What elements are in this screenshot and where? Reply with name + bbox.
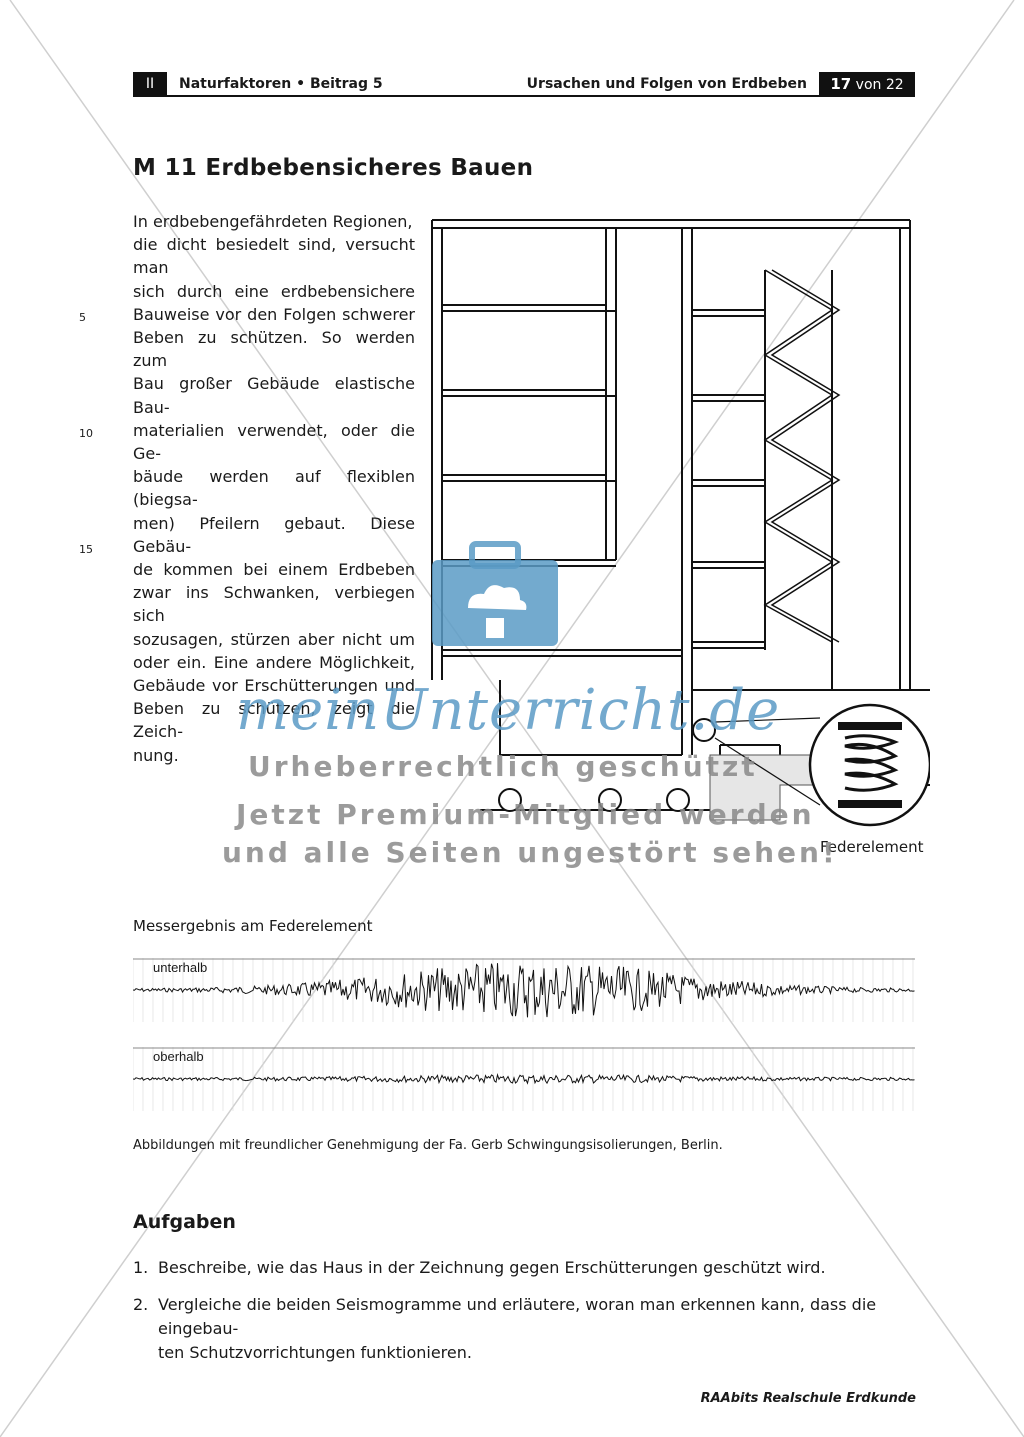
page-of: von 22 bbox=[855, 77, 904, 93]
seismogram-below-label: unterhalb bbox=[153, 960, 208, 975]
page-header: II Naturfaktoren • Beitrag 5 Ursachen un… bbox=[133, 72, 915, 97]
line-number-15: 15 bbox=[79, 543, 93, 556]
body-line: Bauweise vor den Folgen schwerer bbox=[133, 304, 415, 324]
page-title: M 11 Erdbebensicheres Bauen bbox=[133, 155, 534, 181]
seismogram-below: unterhalb bbox=[132, 958, 915, 1022]
seismogram-above-label: oberhalb bbox=[153, 1049, 204, 1064]
body-line: nung. bbox=[133, 745, 179, 765]
building-section-drawing bbox=[431, 219, 930, 827]
header-right-title: Ursachen und Folgen von Erdbeben bbox=[526, 76, 807, 92]
task-1: 1. Beschreibe, wie das Haus in der Zeich… bbox=[133, 1256, 918, 1280]
watermark-brand: meinUnterricht.de bbox=[236, 678, 781, 743]
briefcase-watermark-icon bbox=[432, 541, 558, 646]
seismogram-above-trace bbox=[132, 1047, 915, 1111]
body-line: zwar ins Schwanken, verbiegen sich bbox=[133, 583, 415, 626]
header-rule bbox=[133, 95, 915, 97]
task-2-text-line-1: Vergleiche die beiden Seismogramme und e… bbox=[158, 1295, 877, 1338]
body-line: men) Pfeilern gebaut. Diese Gebäu- bbox=[133, 513, 415, 556]
body-line: bäude werden auf flexiblen (biegsa- bbox=[133, 467, 415, 510]
spring-element-label: Federelement bbox=[820, 838, 924, 856]
seismogram-below-trace bbox=[132, 958, 915, 1022]
page-footer: RAAbits Realschule Erdkunde bbox=[700, 1391, 916, 1406]
task-2-text-line-2: ten Schutzvorrichtungen funktionieren. bbox=[158, 1343, 472, 1362]
body-line: Beben zu schützen, zeigt die Zeich- bbox=[133, 699, 415, 742]
seismogram-above: oberhalb bbox=[132, 1047, 915, 1111]
task-1-number: 1. bbox=[133, 1258, 149, 1277]
tasks-heading: Aufgaben bbox=[133, 1211, 236, 1233]
chapter-badge: II bbox=[133, 72, 167, 97]
body-line: de kommen bei einem Erdbeben bbox=[133, 560, 415, 580]
line-number-5: 5 bbox=[79, 311, 86, 324]
image-credit: Abbildungen mit freundlicher Genehmigung… bbox=[133, 1138, 723, 1153]
body-line: sozusagen, stürzen aber nicht um bbox=[133, 629, 415, 649]
body-line: oder ein. Eine andere Möglichkeit, bbox=[133, 652, 415, 672]
line-number-10: 10 bbox=[79, 427, 93, 440]
page-number: 17 bbox=[830, 75, 852, 93]
body-paragraph: In erdbebengefährdeten Regionen, die dich… bbox=[133, 210, 415, 767]
page-number-badge: 17 von 22 bbox=[819, 72, 915, 97]
body-line: materialien verwendet, oder die Ge- bbox=[133, 420, 415, 464]
body-line: die dicht besiedelt sind, versucht man bbox=[133, 235, 415, 278]
body-line: Bau großer Gebäude elastische Bau- bbox=[133, 374, 415, 417]
task-1-text: Beschreibe, wie das Haus in der Zeichnun… bbox=[158, 1258, 826, 1277]
body-line: In erdbebengefährdeten Regionen, bbox=[133, 212, 413, 231]
body-line: sich durch eine erdbebensichere bbox=[133, 281, 415, 301]
body-line: Beben zu schützen. So werden zum bbox=[133, 328, 415, 371]
watermark-line-2: Jetzt Premium-Mitglied werden bbox=[236, 798, 815, 831]
body-line: Gebäude vor Erschütterungen und bbox=[133, 676, 415, 696]
seismogram-caption: Messergebnis am Federelement bbox=[133, 917, 373, 935]
task-2: 2. Vergleiche die beiden Seismogramme un… bbox=[133, 1293, 918, 1365]
header-left-title: Naturfaktoren • Beitrag 5 bbox=[179, 76, 383, 92]
task-2-number: 2. bbox=[133, 1295, 149, 1314]
watermark-line-1: Urheberrechtlich geschützt bbox=[248, 750, 758, 783]
watermark-line-3: und alle Seiten ungestört sehen! bbox=[222, 836, 838, 869]
